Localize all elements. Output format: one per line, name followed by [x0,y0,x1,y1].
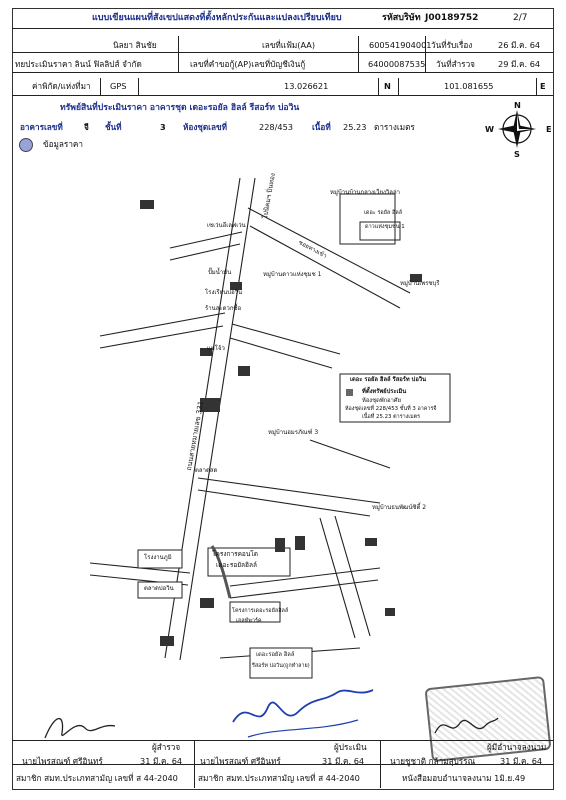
floor-label: ชั้นที่ [105,122,122,132]
gps-rule [12,95,553,96]
location-map [89,178,451,679]
ref-label: รหัสบริษัท [382,13,421,23]
info-rule-1 [12,52,553,53]
signer-2-date: 31 มี.ค. 64 [322,756,365,766]
building-label: อาคารเลขที่ [20,122,63,132]
gps-lon-dir: E [540,81,546,91]
sig-divider-1 [194,740,195,788]
left-box-1: โรงงานภูมิ [144,554,172,561]
header-rule [12,28,553,29]
map-subject-label: โครงการคอนโด [212,550,258,558]
signature-2 [232,689,374,738]
compass-rose [488,100,546,158]
company-name: ทยประเมินราคา ลินน์ ฟิลลิปส์ จำกัด [15,59,142,69]
center-box-1: โครงการเดอะรอยัลฮิลล์ [232,608,289,614]
sig-rule-2 [12,764,553,765]
info-divider-3 [425,36,426,72]
signature-3 [434,717,499,734]
building-value: จี [84,122,89,132]
info-rule-2 [12,72,553,73]
gps-divider-1 [100,78,101,95]
page-number: 2/7 [513,13,528,23]
survey-label: วันที่สำรวจ [436,59,475,69]
map-landmark-1: เซเว่นอีเลฟเว่น [207,222,246,229]
compass-s: S [514,149,520,159]
legend-line-2: ห้องชุดพักอาศัย [362,398,401,404]
sig-rule [12,740,553,741]
info-divider-2 [358,36,359,72]
document-frame [12,8,554,790]
role-surveyor: ผู้สำรวจ [152,742,181,752]
area-unit: ตารางเมตร [374,122,415,132]
map-subject-name: เดอะรอยัลฮิลล์ [216,561,257,569]
legend-line-1: ที่ตั้งทรัพย์ประเมิน [362,389,407,395]
member-3: หนังสือมอบอำนาจลงนาม 1มิ.ย.49 [402,773,526,783]
map-village-5: หมู่บ้านเพรชบุรี [400,280,440,287]
received-label: วันที่รับเรื่อง [431,40,473,50]
info-divider-1 [178,36,179,72]
area-label: เนื้อที่ [312,122,331,132]
received-date: 26 มี.ค. 64 [498,40,541,50]
signer-1-date: 31 มี.ค. 64 [140,756,183,766]
survey-date: 29 มี.ค. 64 [498,59,541,69]
request-number: 64000087535 [368,59,426,69]
file-label: เลขที่แฟ้ม(AA) [262,40,316,50]
price-legend-dot [19,138,33,152]
room-label: ห้องชุดเลขที่ [183,122,227,132]
signer-3-name: นายชูชาติ กล้ามสุบรรณ [390,756,476,766]
gps-type: GPS [110,81,127,91]
sig-divider-2 [380,740,381,788]
compass-w: W [485,124,495,134]
owner-name: นิลยา สินชัย [113,40,157,50]
map-landmark-3: โรงเรียนบ่อวิน [205,289,243,296]
gps-label: ค่าพิกัด/แห่งที่มา [32,81,91,91]
gps-latitude: 13.026621 [284,81,329,91]
bottom-box-line-2: รีสอร์ท บ่อวิน(ถูกทำลาย) [252,663,310,669]
left-box-2: ตลาดบ่อวิน [144,585,174,592]
gps-divider-3 [378,78,379,95]
gps-longitude: 101.081655 [444,81,494,91]
map-village-4: หมู่บ้านธนพัฒน์ซิตี้ 2 [372,504,427,511]
compass-n: N [514,100,521,110]
member-1: สมาชิก สมท.ประเภทสามัญ เลขที่ ส 44-2040 [16,773,178,783]
legend-line-4: เนื้อที่ 25.23 ตารางเมตร [362,414,421,420]
form-title: แบบเขียนแผนที่สังเขปแสดงที่ตั้งหลักประกั… [92,13,342,23]
signer-3-date: 31 มี.ค. 64 [500,756,543,766]
legend-title: เดอะ รอยัล ฮิลล์ รีสอร์ท บ่อวิน [350,377,427,383]
request-label: เลขที่คำขอกู้(AP)เลขที่บัญชีเงินกู้ [190,59,306,69]
inset-title: เดอะ รอยัล ฮิลล์ [364,210,403,216]
map-landmark-2: ปั๊มน้ำมัน [208,269,232,276]
legend-line-3: ห้องชุดเลขที่ 228/453 ชั้นที่ 3 อาคารจี [345,406,437,412]
map-village-3: หมู่บ้านอมรภัณฑ์ 3 [268,429,319,436]
property-title: ทรัพย์สินที่ประเมินราคา อาคารชุด เดอะรอย… [60,103,300,113]
file-number: 600541904001 [369,40,432,50]
signature-1 [44,717,116,739]
area-value: 25.23 [343,122,367,132]
gps-divider-2 [138,78,139,95]
ref-no: J00189752 [425,13,479,23]
bottom-box-line-1: เดอะรอยัล ฮิลล์ [256,652,295,658]
gps-divider-4 [398,78,399,95]
signer-1-name: นายไพรสณฑ์ ศรีอินทร์ [22,756,103,766]
signer-2-name: นายไพรสณฑ์ ศรีอินทร์ [200,756,281,766]
map-landmark-5: แม่โจ้ว [207,345,225,352]
gps-divider-5 [536,78,537,95]
inset-sub: ดาวแห่งชุมชน 1 [365,224,405,230]
role-authorized: ผู้มีอำนาจลงนาม [487,742,547,752]
role-appraiser: ผู้ประเมิน [334,742,367,752]
price-legend-label: ข้อมูลราคา [43,139,83,149]
map-village-2: หมู่บ้านดาวแห่งชุมช 1 [263,271,322,278]
member-2: สมาชิก สมท.ประเภทสามัญ เลขที่ ส 44-2040 [198,773,360,783]
compass-e: E [546,124,552,134]
map-landmark-4: ร้านสะดวกซื้อ [205,305,242,312]
map-village-1: หมู่บ้านบ้านกลางเวียงวิลล่า [330,189,401,196]
room-value: 228/453 [259,122,294,132]
gps-lat-dir: N [384,81,391,91]
compass-icon [498,110,536,148]
floor-value: 3 [160,122,166,132]
map-landmark-6: ตลาดสด [195,467,218,474]
center-box-2: เฮลท์พาร์ค [236,618,262,624]
